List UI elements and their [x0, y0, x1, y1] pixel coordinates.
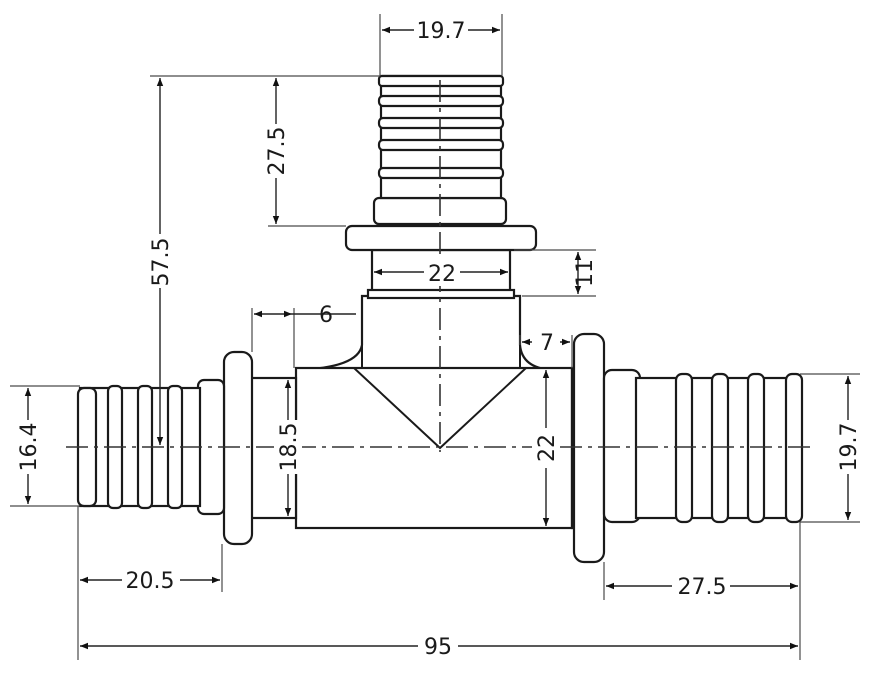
dim-right-neck-offset: 7	[540, 331, 554, 356]
dim-left-outlet-diameter: 16.4	[17, 423, 42, 472]
right-outlet	[570, 332, 804, 564]
left-outlet	[76, 350, 298, 546]
top-flange	[344, 224, 538, 252]
tee-internal-cone	[353, 367, 527, 450]
dim-top-barb-length: 27.5	[265, 127, 290, 176]
tee-main-pipe	[294, 366, 574, 530]
extension-lines	[10, 14, 860, 660]
dim-body-outer-diameter: 22	[535, 434, 560, 462]
dim-top-total-height: 57.5	[149, 238, 174, 287]
dim-top-outlet-diameter: 19.7	[417, 19, 466, 44]
dim-right-outlet-diameter: 19.7	[837, 423, 862, 472]
center-lines	[66, 80, 810, 452]
dim-left-barb-length: 20.5	[126, 569, 175, 594]
tee-body	[294, 294, 574, 530]
dim-neck-offset: 6	[319, 303, 333, 328]
dim-neck-height: 11	[573, 259, 598, 287]
dim-neck-diameter: 22	[428, 262, 456, 287]
dim-overall-length: 95	[424, 635, 452, 660]
dim-right-barb-length: 27.5	[678, 575, 727, 600]
tee-neck	[295, 294, 553, 372]
left-flange	[222, 350, 254, 546]
dimension-labels: 19.7 27.5 57.5 22 11 6 7 16.4 18.5 22 19…	[14, 16, 862, 660]
right-flange	[572, 332, 606, 564]
top-barb-tube	[379, 74, 503, 200]
dim-body-bore-diameter: 18.5	[277, 423, 302, 472]
